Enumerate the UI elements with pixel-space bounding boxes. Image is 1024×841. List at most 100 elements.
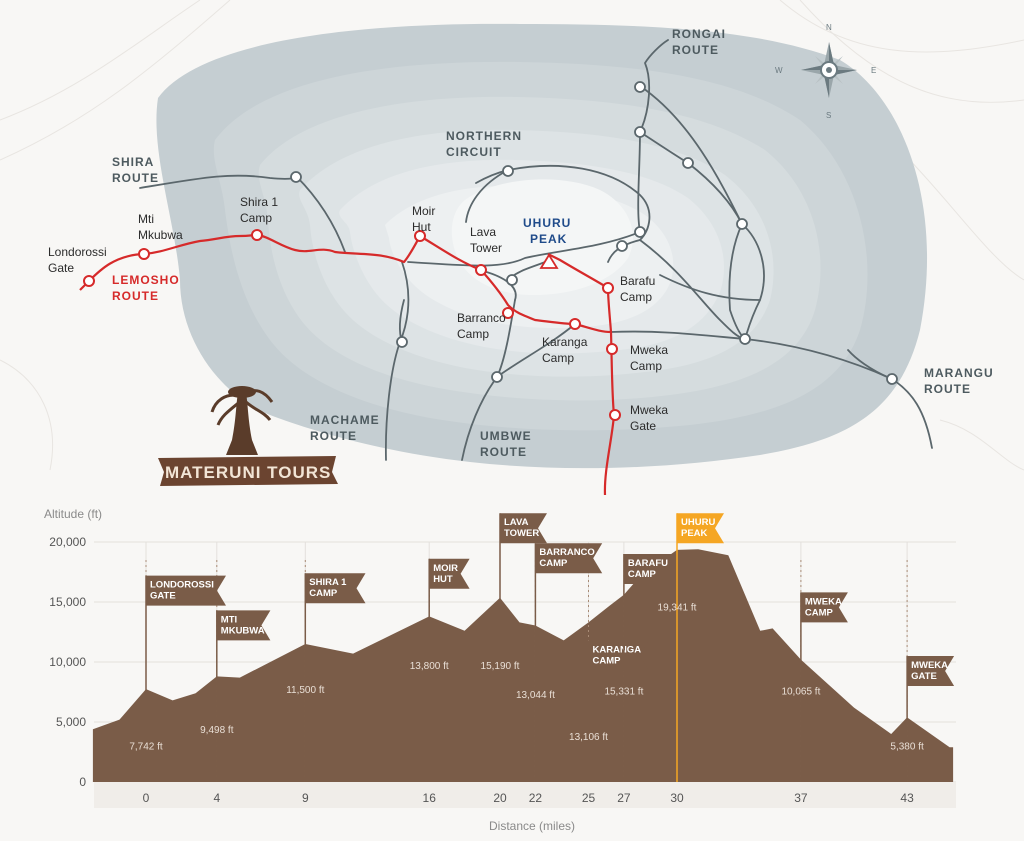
- flag-label: MTI: [221, 614, 237, 625]
- karanga-label-2: Camp: [542, 351, 574, 365]
- compass-e: E: [871, 66, 876, 75]
- flag: [146, 575, 226, 606]
- flag-label: GATE: [911, 671, 937, 682]
- flag-label: CAMP: [593, 655, 622, 666]
- baobab-tree-icon: [210, 386, 274, 455]
- x-tick-label: 30: [670, 791, 684, 805]
- altitude-label: 7,742 ft: [129, 742, 163, 753]
- northern-circuit-label-2: CIRCUIT: [446, 145, 502, 159]
- lava-label-2: Tower: [470, 241, 502, 255]
- x-tick-label: 4: [213, 791, 220, 805]
- flag-label: CAMP: [309, 588, 338, 599]
- mti-label-2: Mkubwa: [138, 228, 183, 242]
- flag-label: MOIR: [433, 563, 458, 574]
- flag-label: MWEKA: [805, 596, 842, 607]
- flag-label: CAMP: [539, 558, 568, 569]
- junctions: [290, 81, 898, 385]
- karanga-label-1: Karanga: [542, 335, 588, 349]
- lemosho-route-label-1: LEMOSHO: [112, 273, 180, 287]
- flag: [588, 640, 649, 671]
- barranco-label-1: Barranco: [457, 311, 506, 325]
- flag-label: HUT: [433, 574, 453, 585]
- machame-route-label-1: MACHAME: [310, 413, 380, 427]
- barafu-label-1: Barafu: [620, 274, 655, 288]
- flag: [429, 558, 470, 589]
- machame-route-label-2: ROUTE: [310, 429, 357, 443]
- mweka-camp-label-1: Mweka: [630, 343, 668, 357]
- y-tick-label: 20,000: [49, 535, 86, 549]
- barranco-label-2: Camp: [457, 327, 489, 341]
- x-tick-label: 43: [900, 791, 914, 805]
- altitude-label: 11,500 ft: [286, 685, 324, 696]
- y-tick-label: 0: [79, 775, 86, 789]
- elevation-area: [92, 549, 954, 782]
- flag-label: MKUBWA: [221, 625, 265, 636]
- flag-label: PEAK: [681, 528, 708, 539]
- rongai-route-label-2: ROUTE: [672, 43, 719, 57]
- flag: [535, 543, 603, 574]
- shira-route-label-1: SHIRA: [112, 155, 154, 169]
- flag-label: CAMP: [628, 569, 657, 580]
- marangu-route-label-2: ROUTE: [924, 382, 971, 396]
- logo-text: MATERUNI TOURS: [165, 463, 331, 482]
- altitude-label: 13,044 ft: [516, 690, 555, 701]
- flag: [907, 656, 955, 686]
- route-map: N S E W SHIRA ROUTE RONGAI ROUTE NORTHER…: [0, 0, 1024, 496]
- flag-label: BARRANCO: [539, 547, 594, 558]
- uhuru-label-2: PEAK: [530, 232, 567, 246]
- x-tick-label: 16: [423, 791, 437, 805]
- flag: [305, 573, 366, 604]
- uhuru-peak-icon: [539, 253, 559, 269]
- flag-label: KARANGA: [593, 644, 642, 655]
- altitude-label: 15,190 ft: [481, 661, 520, 672]
- shira-route-label-2: ROUTE: [112, 171, 159, 185]
- x-axis-band: [94, 782, 956, 808]
- altitude-label: 19,341 ft: [658, 602, 697, 613]
- y-tick-label: 5,000: [56, 715, 86, 729]
- mweka-gate-label-1: Mweka: [630, 403, 668, 417]
- marangu-route-label-1: MARANGU: [924, 366, 994, 380]
- northern-circuit-label-1: NORTHERN: [446, 129, 522, 143]
- mweka-camp-label-2: Camp: [630, 359, 662, 373]
- shira1-label-2: Camp: [240, 211, 272, 225]
- x-tick-label: 9: [302, 791, 309, 805]
- flag-label: LAVA: [504, 517, 529, 528]
- altitude-label: 9,498 ft: [200, 725, 234, 736]
- flag-label: UHURU: [681, 517, 715, 528]
- lava-label-1: Lava: [470, 225, 496, 239]
- altitude-label: 13,800 ft: [410, 661, 449, 672]
- compass-rose-icon: N S E W: [775, 23, 876, 120]
- x-tick-label: 20: [493, 791, 507, 805]
- umbwe-route-label-1: UMBWE: [480, 429, 532, 443]
- uhuru-label-1: UHURU: [523, 216, 571, 230]
- altitude-label: 5,380 ft: [890, 742, 924, 753]
- lemosho-camps: [83, 229, 621, 421]
- altitude-label: 10,065 ft: [781, 686, 820, 697]
- y-tick-label: 15,000: [49, 595, 86, 609]
- flag: [623, 554, 678, 584]
- x-tick-label: 0: [143, 791, 150, 805]
- flag: [500, 513, 547, 544]
- umbwe-route-label-2: ROUTE: [480, 445, 527, 459]
- background-contours: [0, 0, 1024, 471]
- shira1-label-1: Shira 1: [240, 195, 278, 209]
- compass-w: W: [775, 66, 783, 75]
- altitude-label: 13,106 ft: [569, 732, 608, 743]
- londorossi-label-1: Londorossi: [48, 245, 107, 259]
- y-tick-label: 10,000: [49, 655, 86, 669]
- barafu-label-2: Camp: [620, 290, 652, 304]
- flag-label: TOWER: [504, 528, 539, 539]
- x-tick-label: 27: [617, 791, 631, 805]
- moir-label-2: Hut: [412, 220, 431, 234]
- x-tick-label: 25: [582, 791, 596, 805]
- altitude-label: 15,331 ft: [604, 686, 643, 697]
- crater-area: [451, 179, 633, 296]
- flag-label: BARAFU: [628, 558, 668, 569]
- flag-label: CAMP: [805, 607, 834, 618]
- flag-label: LONDOROSSI: [150, 580, 214, 591]
- lemosho-route-line: [79, 233, 616, 496]
- compass-s: S: [826, 111, 831, 120]
- mti-label-1: Mti: [138, 212, 154, 226]
